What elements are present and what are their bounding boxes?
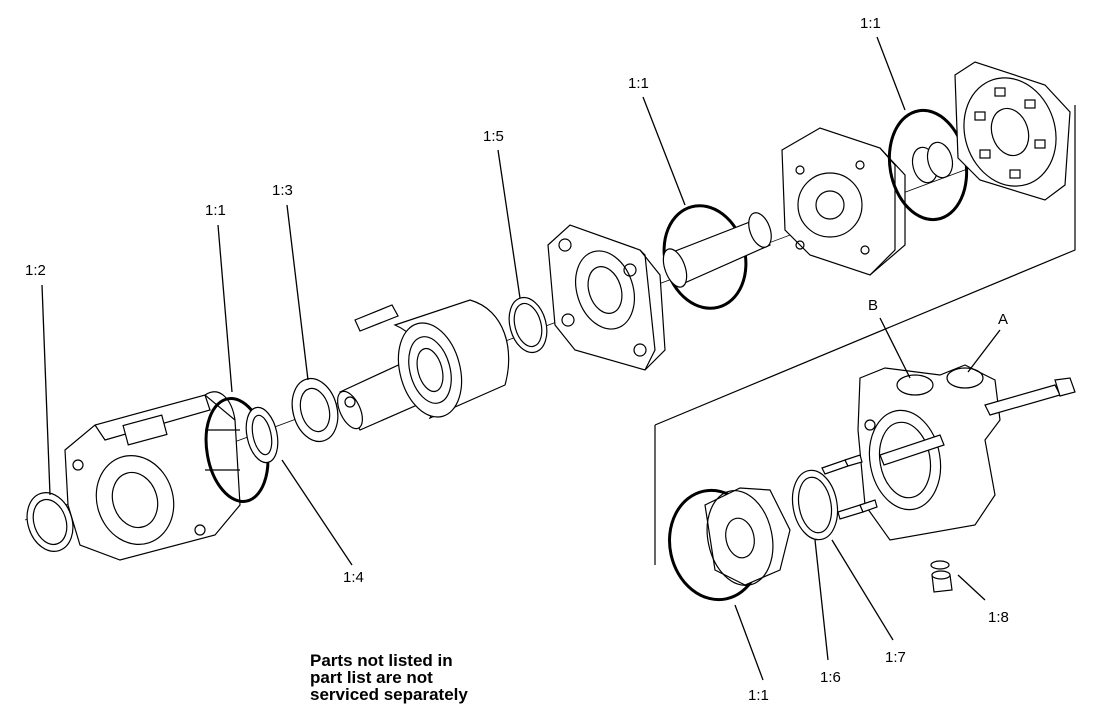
service-note-line-2: part list are not bbox=[310, 668, 433, 687]
service-note-line-1: Parts not listed in bbox=[310, 651, 453, 670]
port-a-label: A bbox=[998, 311, 1008, 328]
gerotor-set bbox=[781, 127, 906, 276]
callout-1-8: 1:8 bbox=[988, 609, 1009, 626]
output-shaft-bearing bbox=[337, 299, 510, 431]
callout-1-1-end: 1:1 bbox=[860, 15, 881, 32]
ring-1-4 bbox=[245, 406, 279, 464]
inset-frame bbox=[654, 105, 1076, 565]
service-note: Parts not listed in part list are not se… bbox=[310, 652, 570, 703]
pins-and-springs bbox=[821, 454, 878, 520]
port-b-label: B bbox=[868, 297, 878, 314]
valve-housing bbox=[857, 364, 1076, 541]
seal-1-2 bbox=[26, 492, 74, 552]
shaft-key bbox=[354, 304, 399, 332]
callout-1-1-left: 1:1 bbox=[205, 202, 226, 219]
o-ring-1-5 bbox=[508, 296, 548, 354]
callout-1-1-gerotor: 1:1 bbox=[628, 75, 649, 92]
callout-1-4: 1:4 bbox=[343, 569, 364, 586]
mounting-flange-housing bbox=[64, 391, 241, 561]
ring-1-6 bbox=[791, 469, 839, 541]
callout-1-6: 1:6 bbox=[820, 669, 841, 686]
service-note-line-3: serviced separately bbox=[310, 685, 468, 704]
end-cover bbox=[954, 61, 1071, 201]
leader-lines bbox=[41, 36, 1001, 681]
washer-1-3 bbox=[291, 377, 339, 443]
valve-rotor bbox=[704, 487, 791, 587]
callout-1-1-bottom: 1:1 bbox=[748, 687, 769, 704]
callout-1-3: 1:3 bbox=[272, 182, 293, 199]
callout-1-5: 1:5 bbox=[483, 128, 504, 145]
spline-coupling bbox=[911, 141, 954, 184]
plug-1-8 bbox=[930, 560, 953, 593]
drive-shaft bbox=[662, 212, 772, 288]
bearing-housing-flange bbox=[547, 224, 666, 371]
callout-1-2: 1:2 bbox=[25, 262, 46, 279]
callout-1-7: 1:7 bbox=[885, 649, 906, 666]
